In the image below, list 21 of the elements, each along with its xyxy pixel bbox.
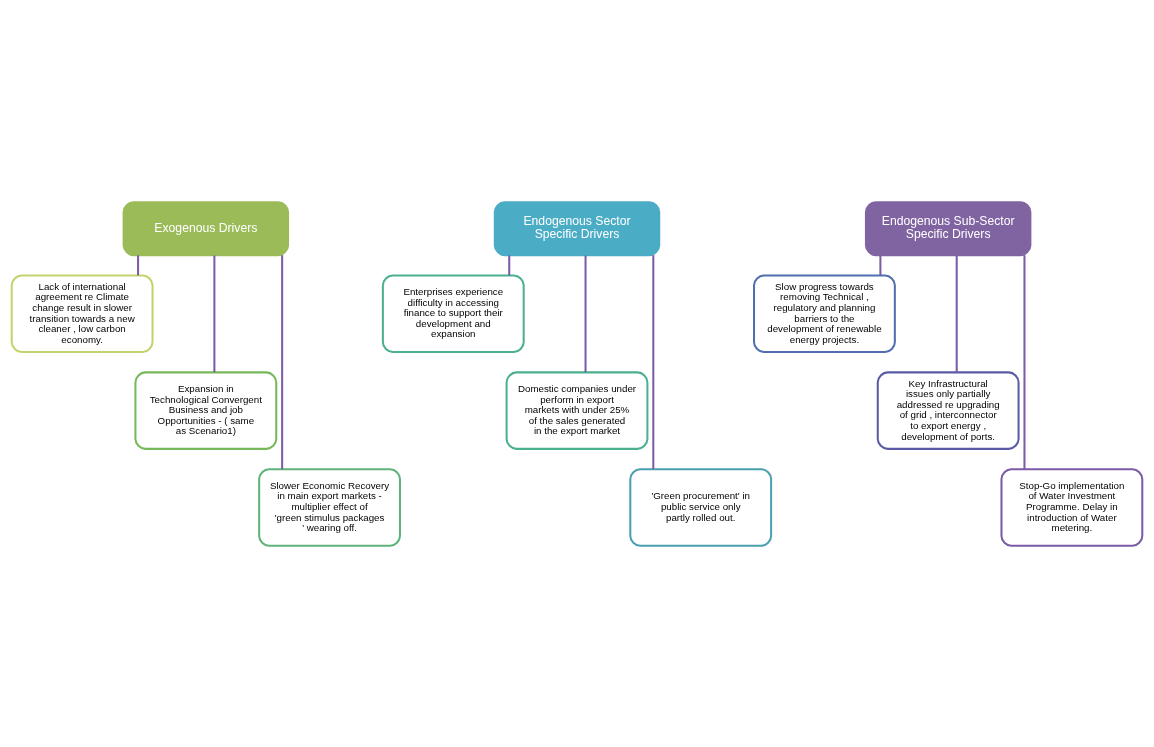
connector — [508, 254, 511, 275]
connector — [281, 254, 284, 469]
node-box: Slower Economic Recovery in main export markets - multiplier effect of 'green stimulus packages ' wearing off. — [258, 467, 401, 547]
node-box: Lack of international agreement re Climate change result in slower transition towards a new cleaner , low carbon economy. — [10, 274, 154, 353]
connector — [137, 254, 140, 275]
connector — [1023, 254, 1026, 469]
connector — [213, 255, 216, 372]
node-box: Enterprises experience difficulty in accessing finance to support their development and expansion — [381, 274, 525, 353]
node-box: Endogenous Sector Specific Drivers — [493, 200, 661, 256]
node-box: Expansion in Technological Convergent Business and job Opportunities - ( same as Scenario1) — [134, 370, 278, 450]
connector — [584, 255, 587, 372]
node-box: 'Green procurement' in public service only partly rolled out. — [629, 467, 773, 547]
node-box: Endogenous Sub-Sector Specific Drivers — [864, 200, 1032, 256]
connector — [652, 254, 655, 469]
node-box: Key Infrastructural issues only partially addressed re upgrading of grid , interconnector to export energy , development of ports. — [876, 370, 1020, 450]
node-box: Exogenous Drivers — [122, 200, 290, 256]
connector — [955, 255, 958, 372]
node-box: Domestic companies under perform in export markets with under 25% of the sales generated in the export market — [505, 370, 649, 450]
connector — [879, 254, 882, 275]
node-box: Stop-Go implementation of Water Investment Programme. Delay in introduction of Water metering. — [1000, 467, 1144, 547]
node-box: Slow progress towards removing Technical , regulatory and planning barriers to the development of renewable energy projects. — [753, 274, 896, 353]
